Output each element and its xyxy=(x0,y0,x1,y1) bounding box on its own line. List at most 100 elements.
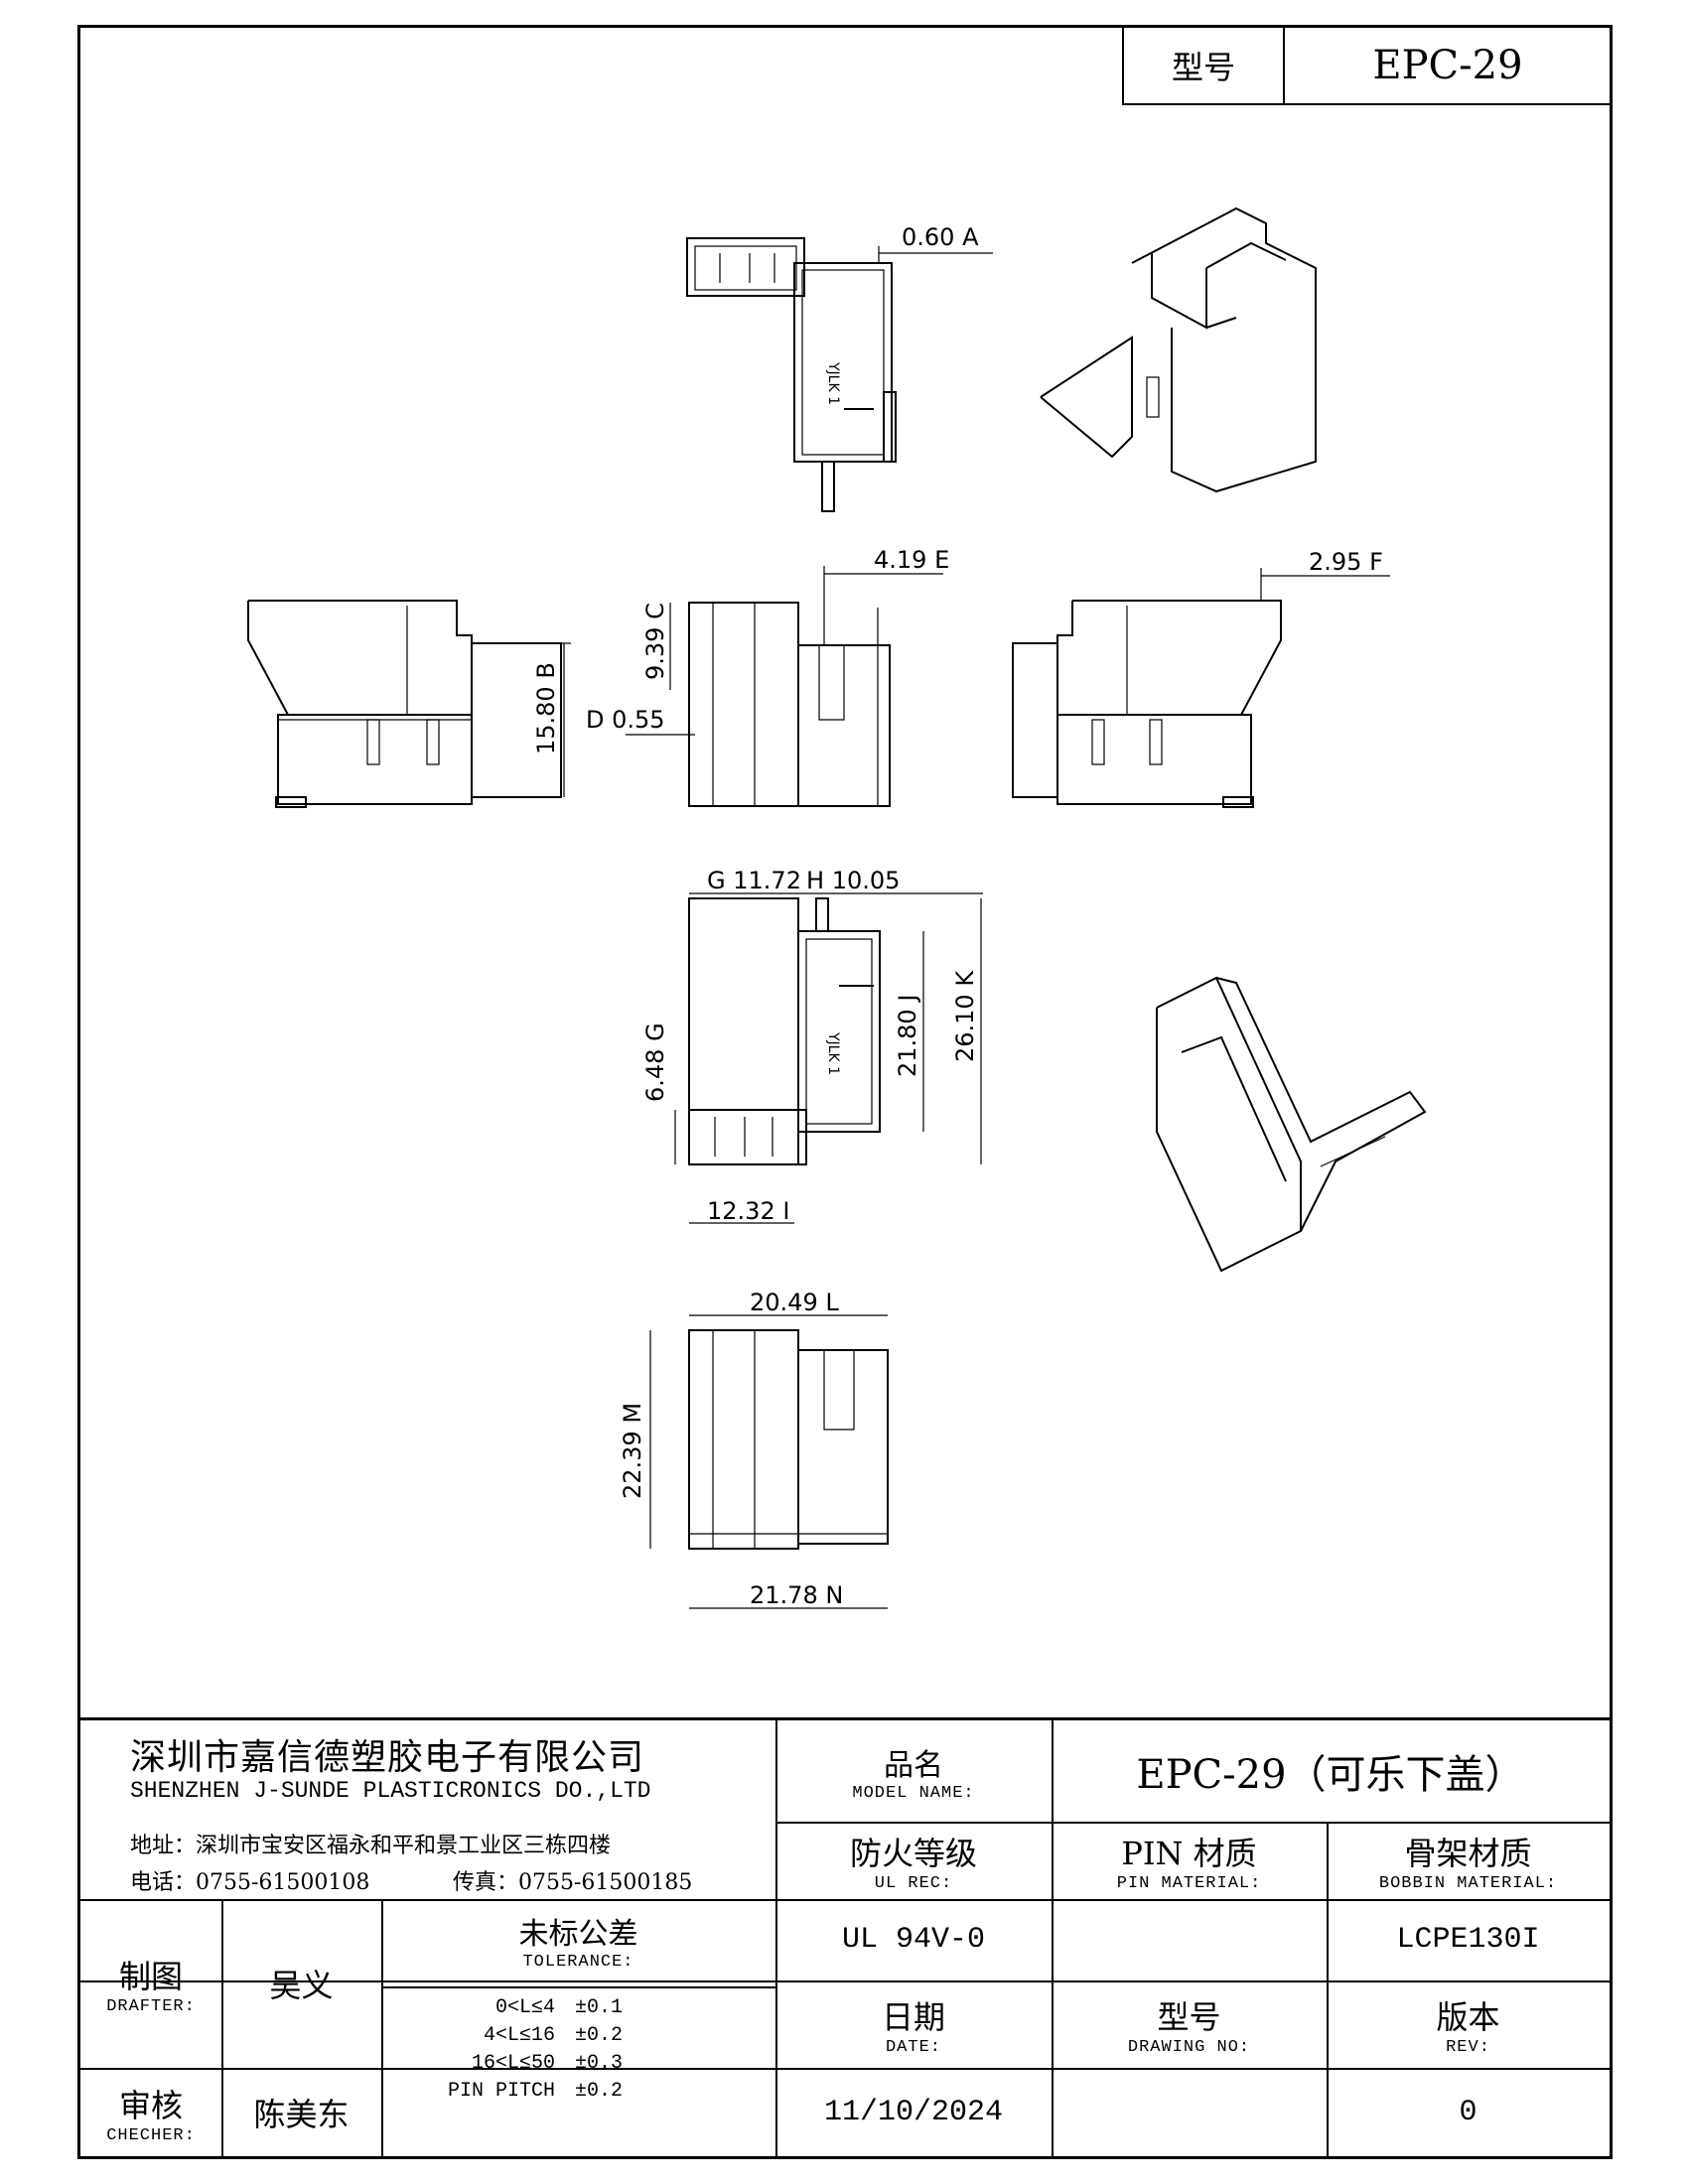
pin-cn: PIN 材质 xyxy=(1121,1834,1257,1872)
dim-c-value: 9.39 xyxy=(641,627,669,680)
dim-n-mark: N xyxy=(825,1581,843,1609)
dim-b-mark: B xyxy=(532,662,560,678)
bottom-view xyxy=(688,1329,889,1550)
company-name-en: SHENZHEN J-SUNDE PLASTICRONICS DO.,LTD xyxy=(130,1778,651,1804)
svg-text:D 0.55: D 0.55 xyxy=(586,706,665,734)
header-model-label: 型号 xyxy=(1124,27,1285,103)
dim-j-value: 21.80 xyxy=(894,1009,921,1077)
dim-k-mark: K xyxy=(951,970,979,987)
svg-text:2.95 F: 2.95 F xyxy=(1309,548,1383,576)
dim-h-value: 10.05 xyxy=(832,867,901,894)
tolerance-range-1: 4<L≤16 xyxy=(483,2024,555,2047)
svg-text:G 11.72: G 11.72 xyxy=(707,867,801,894)
dim-l-mark: L xyxy=(825,1289,839,1316)
company-fax: 传真：0755-61500185 xyxy=(453,1870,693,1895)
rev-en: REV: xyxy=(1446,2037,1490,2057)
ul-cn: 防火等级 xyxy=(849,1834,977,1872)
dimension-lines xyxy=(561,246,1390,1609)
bobbin-label: 骨架材质 BOBBIN MATERIAL: xyxy=(1327,1822,1610,1899)
company-name-cn: 深圳市嘉信德塑胶电子有限公司 xyxy=(130,1737,645,1778)
dim-g2-value: 6.48 xyxy=(641,1049,669,1102)
rev-label: 版本 REV: xyxy=(1327,1980,1610,2068)
technical-drawing: 0.60 A 4.19 E 2.95 F 15.80 B 9.39 C D 0.… xyxy=(247,206,1427,1609)
drawing-no-en: DRAWING NO: xyxy=(1127,2037,1251,2057)
date-cn: 日期 xyxy=(881,1997,945,2036)
header-model-value: EPC-29 xyxy=(1372,42,1523,88)
dim-a-value: 0.60 xyxy=(902,223,954,251)
svg-text:21.78 N: 21.78 N xyxy=(750,1581,843,1609)
left-side-view xyxy=(247,600,562,808)
plan-view xyxy=(688,897,881,1165)
dim-m-mark: M xyxy=(619,1403,646,1424)
bobbin-cn: 骨架材质 xyxy=(1404,1834,1532,1872)
svg-text:6.48 G: 6.48 G xyxy=(641,1023,669,1102)
dim-f-mark: F xyxy=(1369,548,1383,576)
svg-text:12.32 I: 12.32 I xyxy=(707,1197,789,1225)
svg-text:21.80 J: 21.80 J xyxy=(894,995,921,1077)
svg-text:15.80 B: 15.80 B xyxy=(532,662,560,754)
dim-a-mark: A xyxy=(962,223,979,251)
svg-text:22.39 M: 22.39 M xyxy=(619,1403,646,1499)
dim-d-value: 0.55 xyxy=(612,706,664,734)
front-view xyxy=(688,602,891,807)
drafter-en: DRAFTER: xyxy=(106,1996,196,2016)
dim-k-value: 26.10 xyxy=(951,994,979,1062)
drafter-cn: 制图 xyxy=(118,1957,183,1995)
title-block: 深圳市嘉信德塑胶电子有限公司 SHENZHEN J-SUNDE PLASTICR… xyxy=(77,1717,1613,2159)
drafter-label: 制图 DRAFTER: xyxy=(80,1899,221,2068)
dim-g2-mark: G xyxy=(641,1023,669,1041)
date-en: DATE: xyxy=(885,2037,941,2057)
dim-g-value: 11.72 xyxy=(733,867,801,894)
iso-view-2 xyxy=(1156,976,1427,1273)
tolerance-value-3: ±0.2 xyxy=(575,2080,624,2103)
tolerance-en: TOLERANCE: xyxy=(522,1952,634,1972)
ul-en: UL REC: xyxy=(874,1873,953,1893)
bobbin-value: LCPE130I xyxy=(1396,1923,1540,1957)
tolerance-label: 未标公差 TOLERANCE: xyxy=(381,1899,775,1980)
tolerance-value-0: ±0.1 xyxy=(575,1996,624,2019)
drawing-no-label: 型号 DRAWING NO: xyxy=(1052,1980,1327,2068)
drafter-value: 吴义 xyxy=(269,1967,334,2004)
tolerance-range-3: PIN PITCH xyxy=(447,2080,555,2103)
iso-view-1 xyxy=(1040,206,1317,493)
rev-value: 0 xyxy=(1459,2096,1477,2129)
model-name-value: EPC-29（可乐下盖） xyxy=(1136,1752,1525,1798)
svg-text:26.10 K: 26.10 K xyxy=(951,970,979,1062)
checker-label: 审核 CHECHER: xyxy=(80,2068,221,2157)
bobbin-en: BOBBIN MATERIAL: xyxy=(1378,1873,1558,1893)
header-model-box: 型号 EPC-29 xyxy=(1122,25,1613,105)
drawing-no-cn: 型号 xyxy=(1157,1997,1221,2036)
dim-n-value: 21.78 xyxy=(750,1581,818,1609)
company-address: 地址：深圳市宝安区福永和平和景工业区三栋四楼 xyxy=(130,1834,612,1858)
checker-en: CHECHER: xyxy=(106,2125,196,2145)
dim-e-mark: E xyxy=(934,546,949,574)
dim-d-mark: D xyxy=(586,706,604,734)
dim-l-value: 20.49 xyxy=(750,1289,818,1316)
tolerance-value-2: ±0.3 xyxy=(575,2052,624,2075)
tolerance-range-0: 0<L≤4 xyxy=(494,1996,555,2019)
drawing-no-value xyxy=(1052,2068,1327,2157)
date-label: 日期 DATE: xyxy=(775,1980,1052,2068)
model-name-en: MODEL NAME: xyxy=(852,1783,975,1803)
tolerance-table: 0<L≤4 4<L≤16 16<L≤50 PIN PITCH ±0.1 ±0.2… xyxy=(381,1986,775,2155)
dim-i-value: 12.32 xyxy=(707,1197,775,1225)
dim-f-value: 2.95 xyxy=(1309,548,1361,576)
pin-label: PIN 材质 PIN MATERIAL: xyxy=(1052,1822,1327,1899)
ul-label: 防火等级 UL REC: xyxy=(775,1822,1052,1899)
svg-text:H 10.05: H 10.05 xyxy=(806,867,900,894)
svg-text:4.19 E: 4.19 E xyxy=(874,546,949,574)
company-phone: 电话：0755-61500108 xyxy=(130,1870,370,1895)
model-name-cn: 品名 xyxy=(884,1747,943,1783)
pin-en: PIN MATERIAL: xyxy=(1116,1873,1262,1893)
svg-text:0.60 A: 0.60 A xyxy=(902,223,979,251)
svg-text:20.49 L: 20.49 L xyxy=(750,1289,839,1316)
model-name-label: 品名 MODEL NAME: xyxy=(775,1720,1052,1822)
dim-g-mark: G xyxy=(707,867,726,894)
checker-cn: 审核 xyxy=(118,2086,183,2124)
ul-value: UL 94V-0 xyxy=(841,1923,986,1957)
dim-c-mark: C xyxy=(641,603,669,619)
dim-e-value: 4.19 xyxy=(874,546,926,574)
dim-m-value: 22.39 xyxy=(619,1431,646,1499)
dim-j-mark: J xyxy=(894,995,921,1004)
part-mark-top: YJLK 1 xyxy=(825,361,841,405)
